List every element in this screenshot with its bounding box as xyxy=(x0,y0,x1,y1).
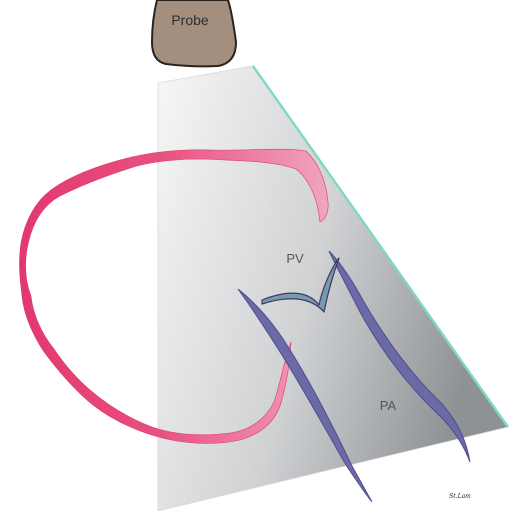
pulmonary-artery-label: PA xyxy=(380,398,397,413)
imaging-plane xyxy=(157,65,509,511)
probe-label: Probe xyxy=(171,12,209,28)
artist-signature: St.Lam xyxy=(449,493,471,500)
heart-outline xyxy=(19,148,329,444)
pulmonary-valve-label: PV xyxy=(286,251,304,266)
probe-shape xyxy=(150,0,238,68)
plane-edge-highlight xyxy=(252,65,509,428)
vessel-wall-left xyxy=(237,288,373,503)
valve-leaflets xyxy=(261,257,340,313)
vessel-wall-right xyxy=(328,250,471,463)
